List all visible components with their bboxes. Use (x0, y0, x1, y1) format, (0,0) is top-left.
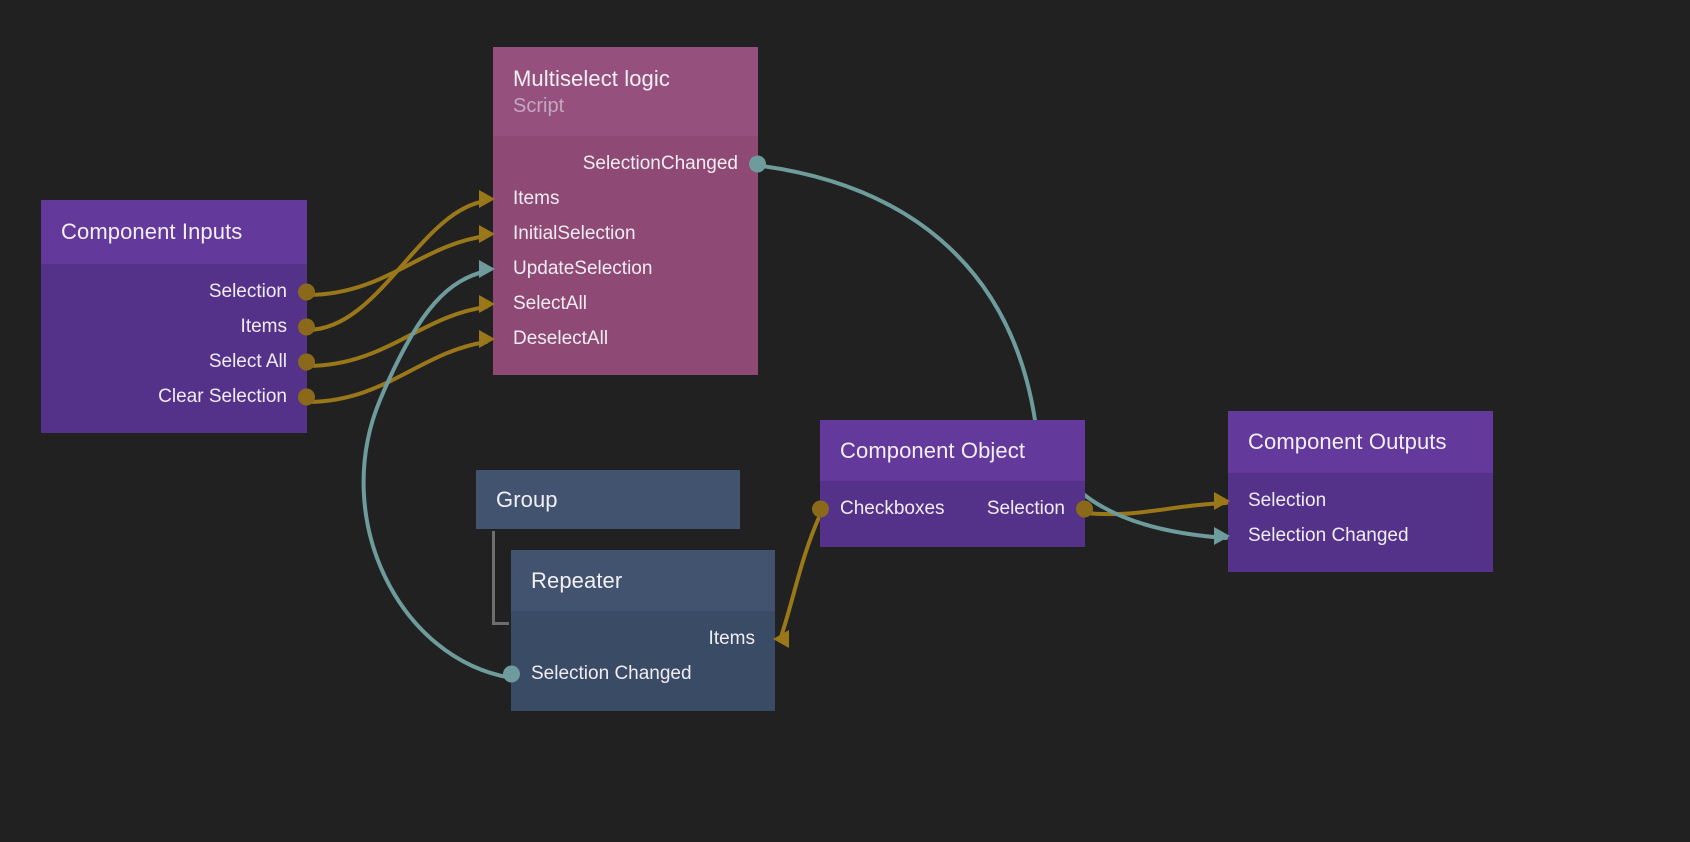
node-component-object[interactable]: Component Object Checkboxes Selection (812, 420, 1093, 547)
port-row[interactable]: Items (479, 181, 758, 216)
input-port-arrow-icon[interactable] (479, 224, 495, 243)
port-label: Items (708, 627, 755, 649)
wire-clearselection-to-deselectall (305, 340, 488, 404)
output-port-dot-icon[interactable] (1076, 500, 1093, 517)
port-label: Checkboxes (840, 497, 945, 519)
port-row[interactable]: Selection (41, 274, 315, 309)
wire-selection-to-output-selection (1083, 501, 1228, 517)
node-multiselect-logic[interactable]: Multiselect logic Script SelectionChange… (479, 47, 766, 375)
port-label: Select All (208, 350, 287, 372)
node-title: Group (496, 486, 558, 512)
input-port-arrow-icon[interactable] (1214, 526, 1230, 545)
output-port-dot-icon[interactable] (749, 155, 766, 172)
output-port-dot-icon[interactable] (298, 388, 315, 405)
node-group[interactable]: Group (476, 470, 740, 529)
port-row[interactable]: DeselectAll (479, 321, 758, 356)
port-label: InitialSelection (513, 222, 636, 244)
port-row[interactable]: Selection Changed (1214, 518, 1493, 553)
node-title: Multiselect logic (513, 65, 670, 91)
port-label: Items (240, 315, 287, 337)
node-multiselect-logic-body: SelectionChanged Items InitialSelection … (479, 136, 766, 375)
port-row[interactable]: Clear Selection (41, 379, 315, 414)
wire-items-to-items (305, 199, 488, 332)
output-port-dot-icon[interactable] (298, 283, 315, 300)
node-component-outputs-body: Selection Selection Changed (1214, 473, 1493, 572)
port-row[interactable]: InitialSelection (479, 216, 758, 251)
node-component-inputs-body: Selection Items Select All Clear Selecti… (41, 264, 315, 433)
input-port-arrow-icon[interactable] (479, 294, 495, 313)
input-port-arrow-icon[interactable] (479, 329, 495, 348)
port-label: Items (513, 187, 560, 209)
node-component-object-header[interactable]: Component Object (820, 420, 1085, 481)
node-component-inputs-header[interactable]: Component Inputs (41, 200, 307, 264)
node-repeater[interactable]: Repeater Items Selection Changed (503, 550, 789, 711)
port-row[interactable]: Selection (1214, 483, 1493, 518)
node-title: Component Inputs (61, 219, 243, 244)
port-label: Clear Selection (158, 385, 287, 407)
port-label: Selection (208, 280, 287, 302)
wire-selectall-to-selectall (305, 305, 488, 368)
node-subtitle: Script (513, 94, 565, 117)
port-row[interactable]: SelectAll (479, 286, 758, 321)
port-row[interactable]: Items (41, 309, 315, 344)
node-component-inputs[interactable]: Component Inputs Selection Items Select … (41, 200, 315, 433)
port-label: UpdateSelection (513, 257, 653, 279)
input-port-arrow-icon[interactable] (479, 189, 495, 208)
port-row[interactable]: SelectionChanged (493, 146, 766, 181)
output-port-dot-icon[interactable] (298, 353, 315, 370)
port-row[interactable]: Select All (41, 344, 315, 379)
node-group-header[interactable]: Group (476, 470, 740, 529)
node-title: Component Outputs (1248, 429, 1447, 454)
port-label: Selection (986, 497, 1065, 519)
node-multiselect-logic-header[interactable]: Multiselect logic Script (493, 47, 758, 136)
port-row[interactable]: UpdateSelection (479, 251, 758, 286)
input-port-dot-icon[interactable] (812, 500, 829, 517)
port-row[interactable]: Checkboxes Selection (812, 491, 1093, 526)
port-row[interactable]: Selection Changed (503, 656, 775, 691)
node-component-outputs-header[interactable]: Component Outputs (1228, 411, 1493, 473)
group-containment-bracket (492, 531, 509, 625)
output-port-dot-icon[interactable] (298, 318, 315, 335)
port-label: Selection (1248, 489, 1327, 511)
input-port-arrow-icon[interactable] (773, 629, 789, 648)
port-label: SelectAll (513, 292, 587, 314)
port-row[interactable]: Items (511, 621, 789, 656)
wire-selection-to-initialselection (305, 234, 488, 297)
node-component-outputs[interactable]: Component Outputs Selection Selection Ch… (1214, 411, 1493, 572)
node-title: Repeater (531, 567, 623, 593)
node-title: Component Object (840, 437, 1026, 463)
input-port-arrow-icon[interactable] (479, 259, 495, 278)
node-component-object-body: Checkboxes Selection (812, 481, 1093, 547)
port-label: Selection Changed (531, 662, 692, 684)
input-port-arrow-icon[interactable] (1214, 491, 1230, 510)
port-label: DeselectAll (513, 327, 609, 349)
output-port-dot-icon[interactable] (503, 665, 520, 682)
node-repeater-header[interactable]: Repeater (511, 550, 775, 611)
node-repeater-body: Items Selection Changed (503, 611, 789, 711)
port-label: Selection Changed (1248, 524, 1409, 546)
wire-checkboxes-to-repeater-items (778, 513, 822, 642)
port-label: SelectionChanged (582, 152, 738, 174)
